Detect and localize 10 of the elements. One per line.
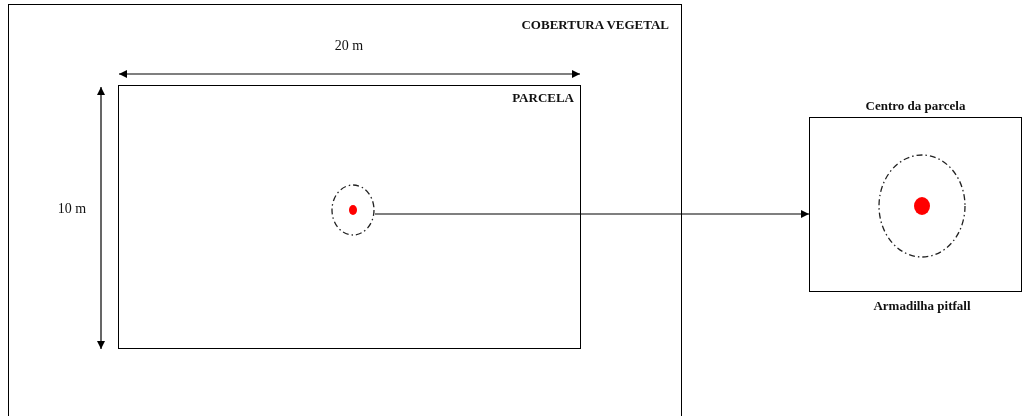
dimension-label: 20 m bbox=[333, 38, 365, 54]
area-title: PARCELA bbox=[512, 90, 574, 106]
area-box bbox=[118, 85, 581, 349]
dimension-label: 10 m bbox=[56, 201, 88, 217]
arrow bbox=[374, 210, 810, 218]
area-title: COBERTURA VEGETAL bbox=[521, 17, 669, 33]
area-title: Centro da parcela bbox=[864, 98, 967, 114]
dash-dot-circle bbox=[331, 184, 375, 236]
trap-caption: Armadilha pitfall bbox=[872, 298, 972, 314]
area-box bbox=[8, 4, 682, 416]
